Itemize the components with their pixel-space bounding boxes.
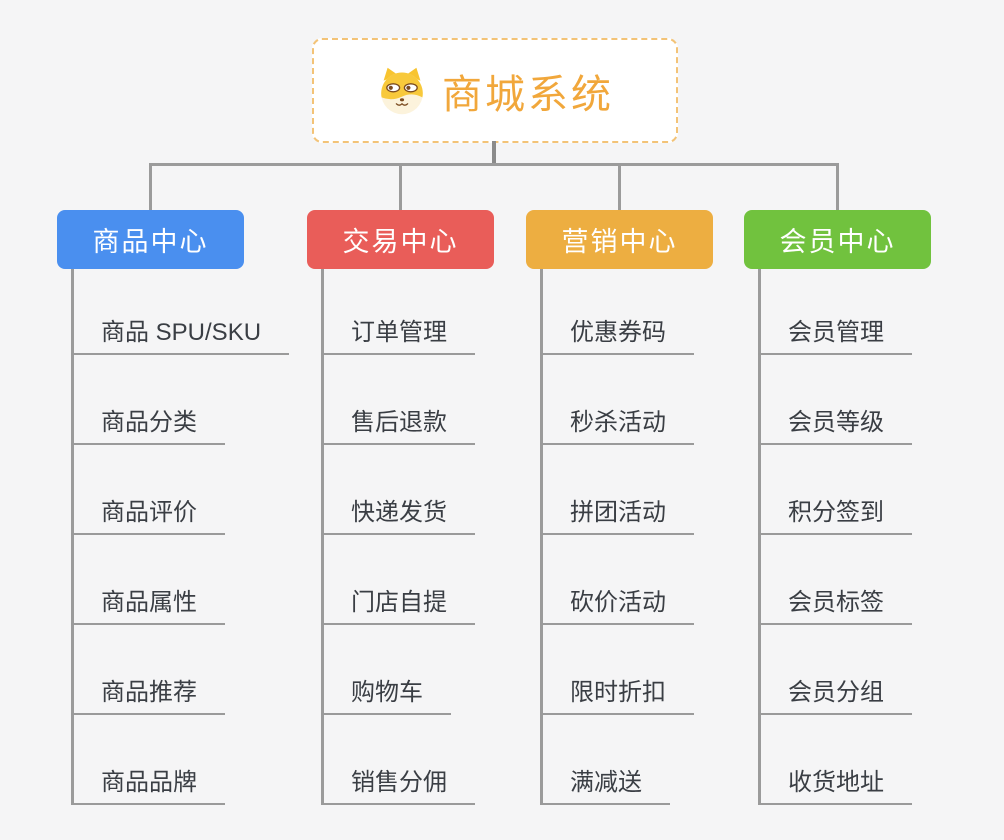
child-topic[interactable]: 积分签到 [758, 497, 912, 535]
branch-node-marketing-center[interactable]: 营销中心 [526, 210, 713, 269]
branch-trunk-line [540, 269, 543, 805]
branch-node-member-center[interactable]: 会员中心 [744, 210, 931, 269]
child-topic[interactable]: 销售分佣 [321, 767, 475, 805]
child-topic[interactable]: 商品属性 [71, 587, 225, 625]
child-topic[interactable]: 秒杀活动 [540, 407, 694, 445]
connector-drop [399, 163, 402, 211]
child-topic[interactable]: 收货地址 [758, 767, 912, 805]
child-topic[interactable]: 商品品牌 [71, 767, 225, 805]
child-topic[interactable]: 购物车 [321, 677, 451, 715]
child-topic[interactable]: 砍价活动 [540, 587, 694, 625]
child-topic[interactable]: 快递发货 [321, 497, 475, 535]
connector-drop [149, 163, 152, 211]
child-topic[interactable]: 商品评价 [71, 497, 225, 535]
branch-node-product-center[interactable]: 商品中心 [57, 210, 244, 269]
child-topic[interactable]: 会员等级 [758, 407, 912, 445]
child-topic[interactable]: 满减送 [540, 767, 670, 805]
branch-product-center: 商品中心商品 SPU/SKU 商品分类商品评价商品属性商品推荐商品品牌 [57, 210, 290, 805]
branch-trunk-line [71, 269, 74, 805]
connector-drop [836, 163, 839, 211]
child-topic[interactable]: 会员标签 [758, 587, 912, 625]
branch-trade-center: 交易中心订单管理售后退款快递发货门店自提购物车销售分佣 [307, 210, 494, 805]
branch-trunk-line [758, 269, 761, 805]
child-topic[interactable]: 商品 SPU/SKU [71, 317, 290, 355]
child-topic[interactable]: 会员管理 [758, 317, 912, 355]
connector-root-stem [492, 141, 496, 166]
child-topic[interactable]: 商品分类 [71, 407, 225, 445]
child-topic[interactable]: 订单管理 [321, 317, 475, 355]
branch-marketing-center: 营销中心优惠券码秒杀活动拼团活动砍价活动限时折扣满减送 [526, 210, 713, 805]
dog-face-icon [376, 67, 428, 115]
child-topic[interactable]: 限时折扣 [540, 677, 694, 715]
connector-drop [618, 163, 621, 211]
child-topic[interactable]: 会员分组 [758, 677, 912, 715]
root-topic[interactable]: 商城系统 [312, 38, 678, 143]
child-topic[interactable]: 商品推荐 [71, 677, 225, 715]
child-topic[interactable]: 优惠券码 [540, 317, 694, 355]
root-title: 商城系统 [442, 72, 614, 117]
connector-horizontal [149, 163, 839, 166]
child-topic[interactable]: 拼团活动 [540, 497, 694, 535]
child-topic[interactable]: 门店自提 [321, 587, 475, 625]
child-topic[interactable]: 售后退款 [321, 407, 475, 445]
branch-trunk-line [321, 269, 324, 805]
branch-member-center: 会员中心会员管理会员等级积分签到会员标签会员分组收货地址 [744, 210, 931, 805]
branch-node-trade-center[interactable]: 交易中心 [307, 210, 494, 269]
